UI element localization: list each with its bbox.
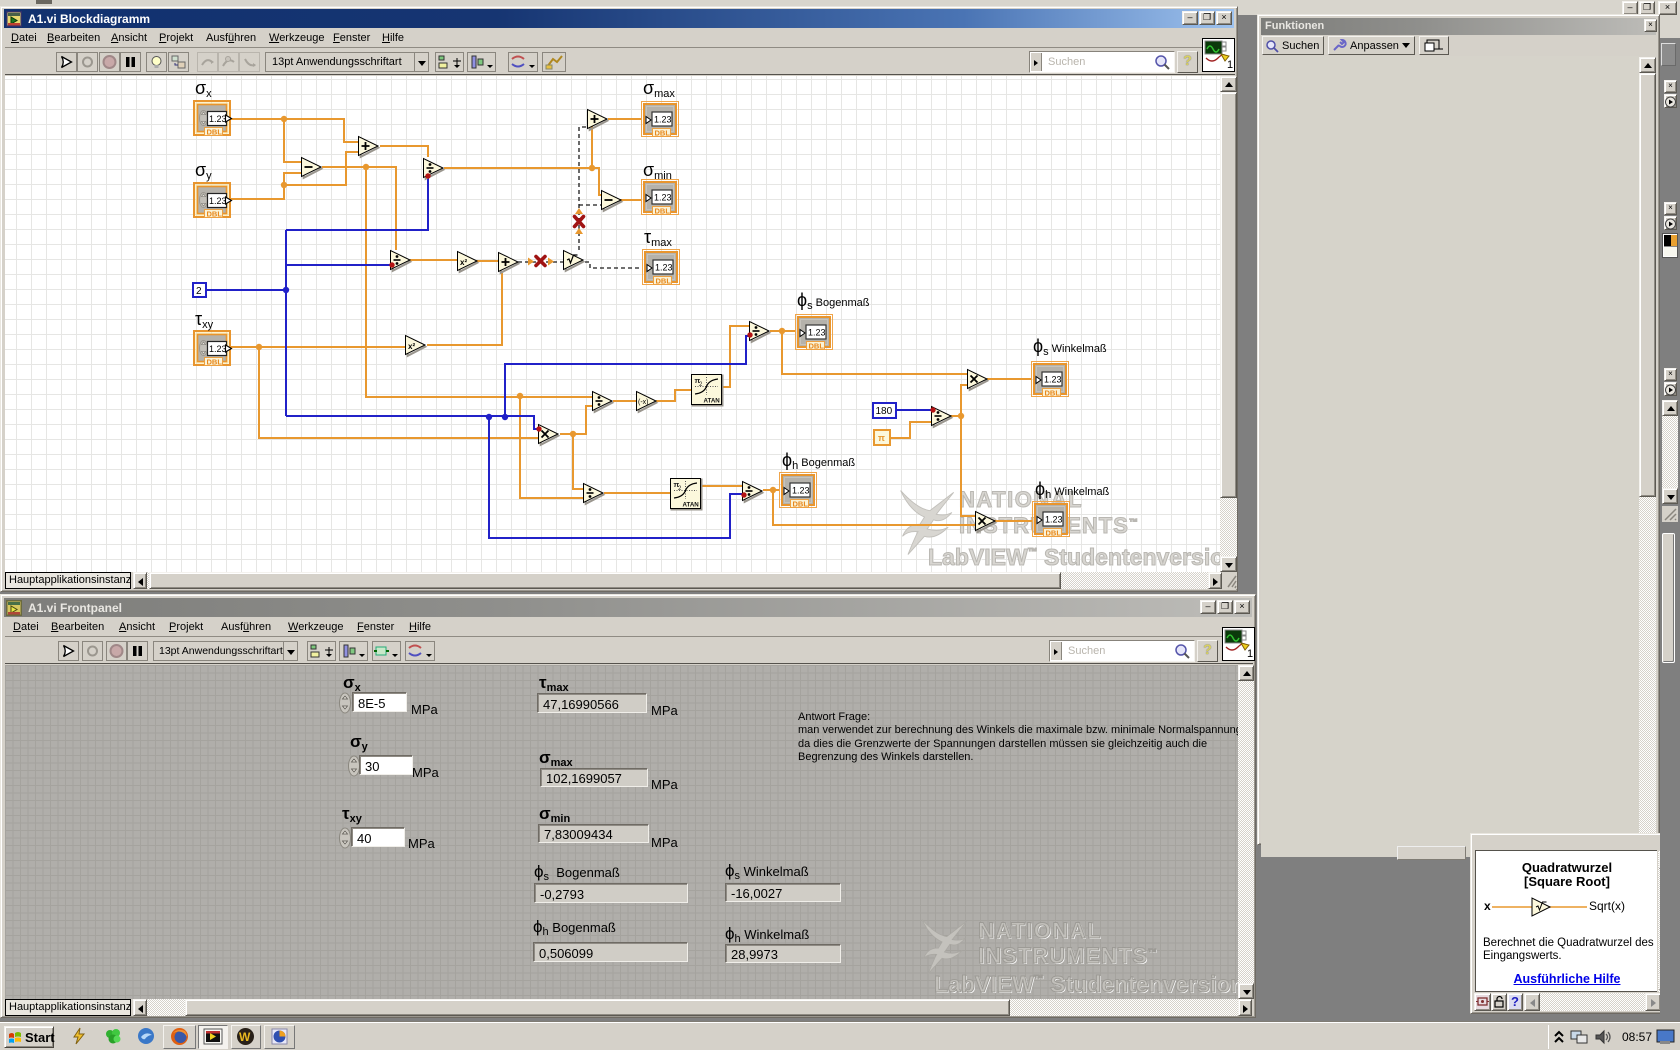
svg-text:2: 2 — [196, 286, 202, 297]
svg-text:x²: x² — [460, 258, 467, 267]
svg-text:x²: x² — [408, 342, 415, 351]
svg-text:ϕh Winkelmaß: ϕh Winkelmaß — [1035, 479, 1110, 501]
svg-text:σx: σx — [195, 78, 212, 100]
svg-text:σmax: σmax — [643, 78, 675, 100]
svg-text:σmin: σmin — [643, 160, 672, 182]
svg-text:W: W — [239, 1030, 251, 1044]
svg-text:(-x): (-x) — [638, 399, 649, 406]
svg-text:1: 1 — [1227, 59, 1233, 71]
svg-text:τxy: τxy — [195, 309, 214, 331]
svg-text:ϕs Bogenmaß: ϕs Bogenmaß — [797, 290, 870, 312]
svg-text:π: π — [878, 433, 885, 443]
svg-text:ϕh Bogenmaß: ϕh Bogenmaß — [782, 450, 855, 472]
svg-text:ϕs Winkelmaß: ϕs Winkelmaß — [1033, 336, 1107, 358]
svg-text:τmax: τmax — [644, 227, 672, 249]
svg-text:σy: σy — [195, 160, 212, 182]
svg-text:1: 1 — [1247, 648, 1253, 660]
svg-text:180: 180 — [876, 406, 893, 417]
